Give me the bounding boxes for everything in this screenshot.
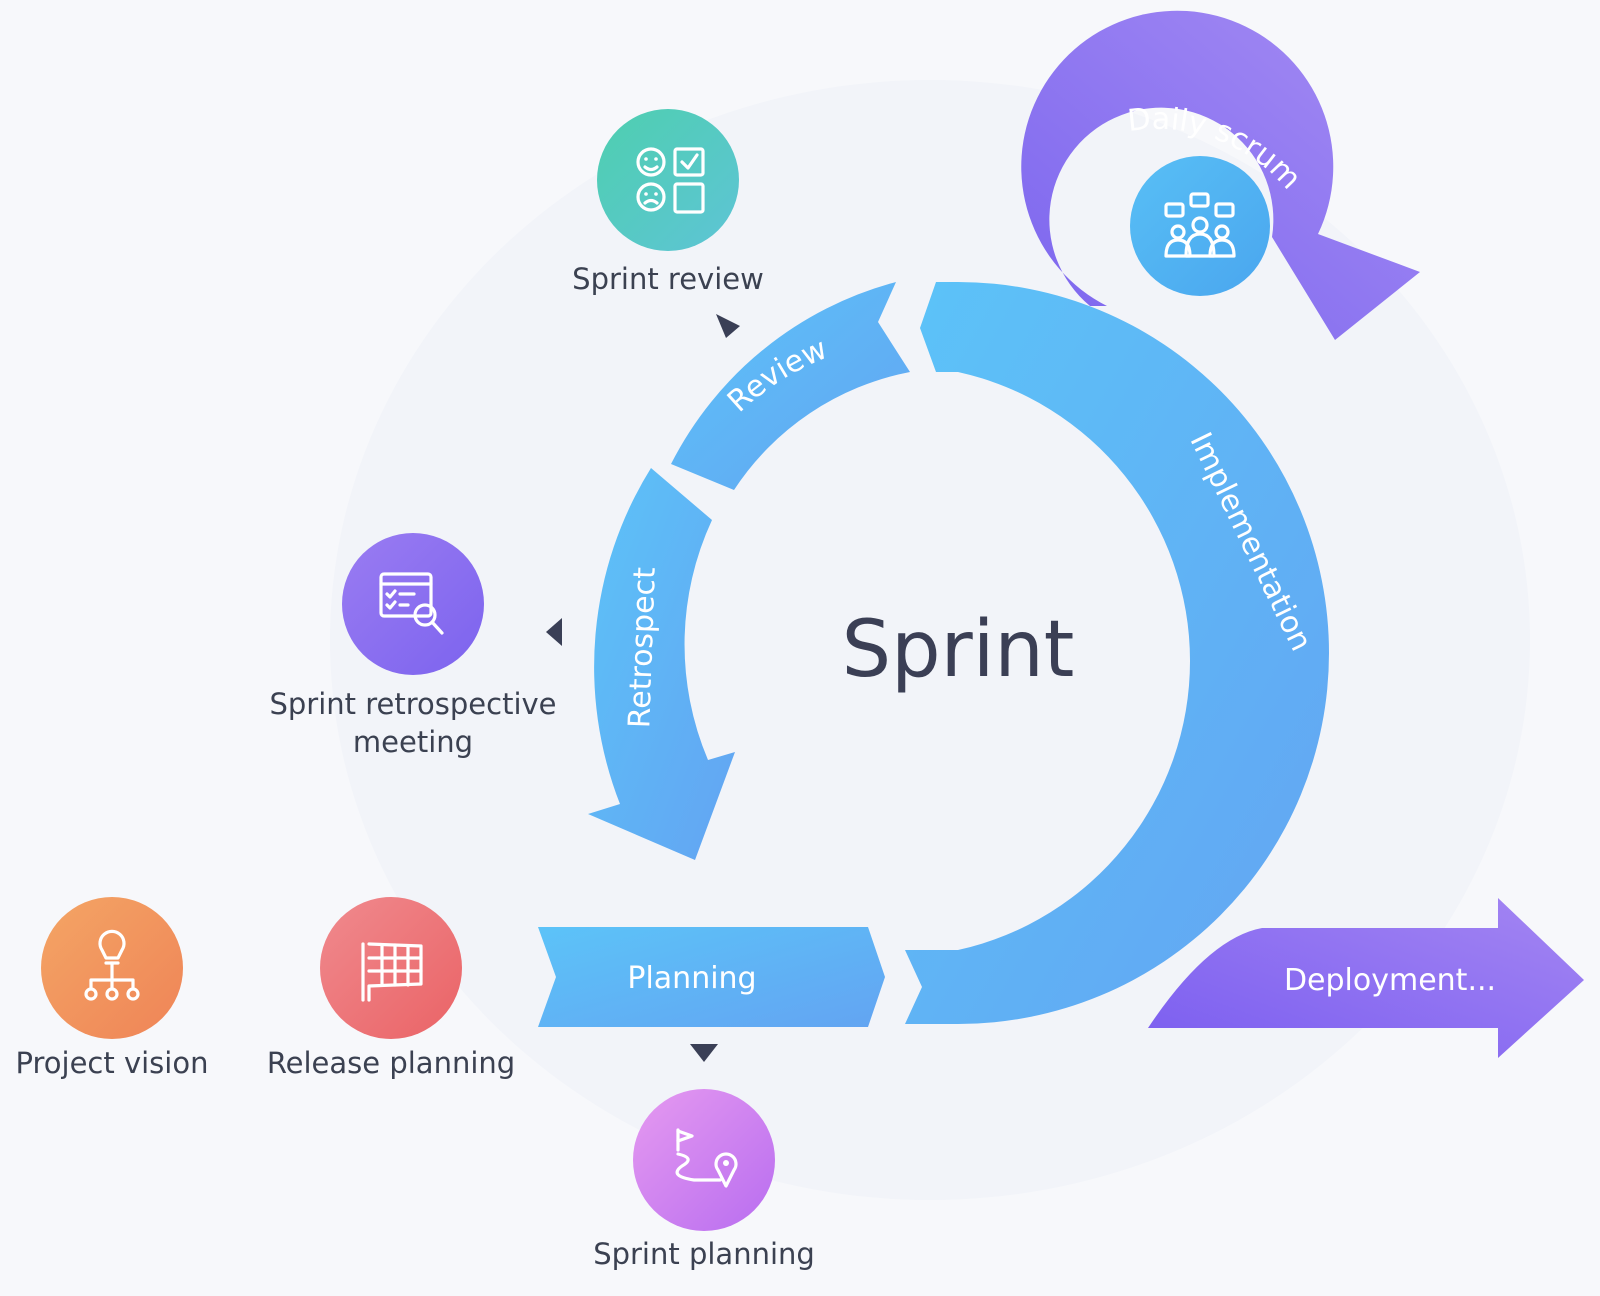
planning-pointer-triangle: [690, 1044, 718, 1062]
project-vision-stage: Project vision: [16, 897, 209, 1080]
sprint-retrospective-stage: Sprint retrospective meeting: [269, 533, 557, 759]
retrospect-label: Retrospect: [622, 566, 663, 728]
smiley-checklist-icon: [636, 147, 705, 214]
sprint-planning-stage: Sprint planning: [593, 1089, 815, 1271]
retrospect-pointer-triangle: [546, 618, 562, 646]
review-pointer-triangle: [716, 314, 740, 338]
implementation-segment: [905, 282, 1329, 1024]
daily-scrum-icon-badge: [1130, 156, 1270, 296]
sprint-review-caption: Sprint review: [572, 262, 764, 296]
sprint-center-title: Sprint: [842, 605, 1075, 695]
sprint-retrospective-caption-line2: meeting: [353, 725, 473, 759]
team-chat-icon: [1164, 192, 1236, 258]
planning-label: Planning: [627, 961, 756, 996]
checkered-flag-icon: [361, 942, 423, 1002]
review-segment: [671, 282, 910, 490]
sprint-planning-caption: Sprint planning: [593, 1237, 815, 1271]
planning-segment: [538, 927, 885, 1027]
project-vision-caption: Project vision: [16, 1046, 209, 1080]
release-planning-caption: Release planning: [267, 1046, 515, 1080]
route-flag-pin-icon: [675, 1128, 738, 1188]
deployment-label: Deployment...: [1284, 963, 1496, 998]
sprint-review-stage: Sprint review: [572, 109, 764, 296]
deployment-arrow: [1148, 898, 1584, 1058]
release-planning-stage: Release planning: [267, 897, 515, 1080]
lightbulb-hierarchy-icon: [84, 929, 140, 1001]
sprint-retrospective-caption-line1: Sprint retrospective: [269, 687, 556, 721]
retrospect-segment: [588, 468, 735, 860]
checklist-magnifier-icon: [379, 572, 444, 635]
